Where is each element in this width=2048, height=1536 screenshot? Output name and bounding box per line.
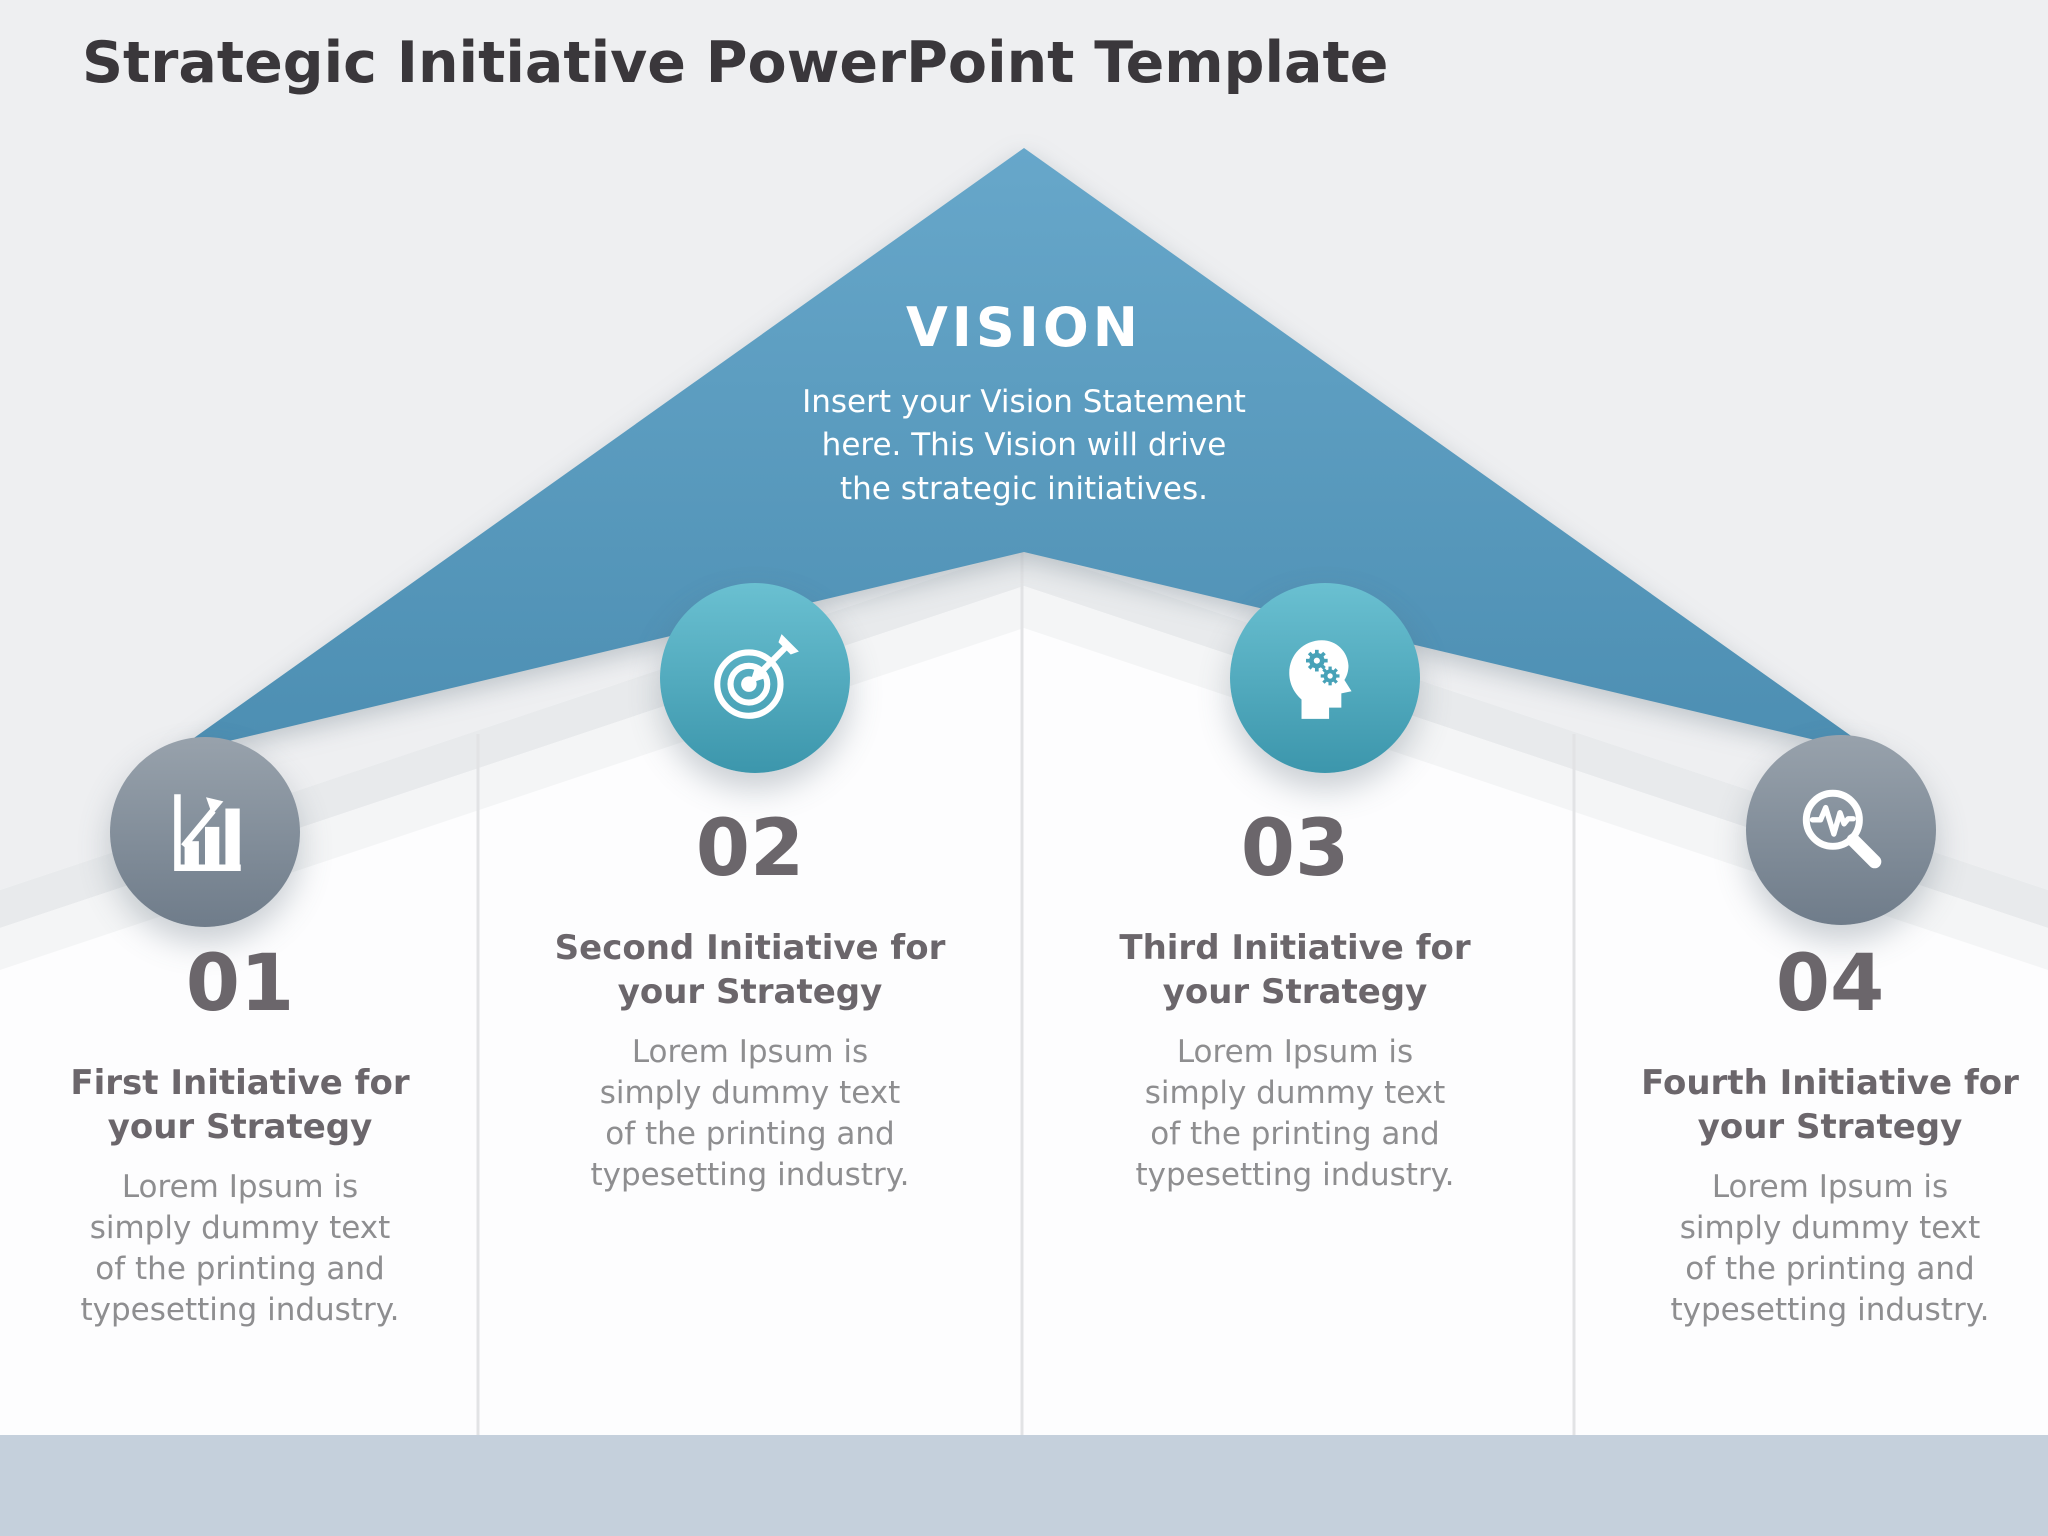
initiative-body: Lorem Ipsum is simply dummy text of the … [80,1169,400,1329]
initiative-title: Third Initiative for your Strategy [1119,928,1471,1013]
footer-bar [0,1435,2048,1536]
initiative-column-1: 01 First Initiative for your Strategy Lo… [20,945,460,1331]
initiative-number: 03 [1240,804,1350,894]
page-title: Strategic Initiative PowerPoint Template [82,30,1389,96]
initiative-body: Lorem Ipsum is simply dummy text of the … [590,1034,910,1194]
initiative-badge-3 [1230,583,1420,773]
initiative-number: 02 [695,804,805,894]
initiative-column-2: 02 Second Initiative for your Strategy L… [500,810,1000,1196]
initiative-body: Lorem Ipsum is simply dummy text of the … [1670,1169,1990,1329]
initiative-title: Fourth Initiative for your Strategy [1641,1063,2019,1148]
magnifier-pulse-icon [1802,789,1882,869]
initiative-badge-4 [1746,735,1936,925]
initiative-title: First Initiative for your Strategy [70,1063,410,1148]
initiative-column-3: 03 Third Initiative for your Strategy Lo… [1045,810,1545,1196]
vision-heading: VISION [906,296,1142,359]
vision-block: VISION Insert your Vision Statement here… [674,296,1374,511]
initiative-body: Lorem Ipsum is simply dummy text of the … [1135,1034,1455,1194]
initiative-title: Second Initiative for your Strategy [554,928,946,1013]
vision-arrow-shape [170,148,1878,755]
initiative-number: 01 [185,939,295,1029]
vision-statement: Insert your Vision Statement here. This … [802,384,1246,507]
head-gears-icon [1289,640,1352,719]
initiative-number: 04 [1775,939,1885,1029]
initiative-badge-2 [660,583,850,773]
initiative-column-4: 04 Fourth Initiative for your Strategy L… [1610,945,2048,1331]
bar-chart-growth-icon [174,794,241,871]
target-arrow-icon [714,634,799,719]
initiative-badge-1 [110,737,300,927]
